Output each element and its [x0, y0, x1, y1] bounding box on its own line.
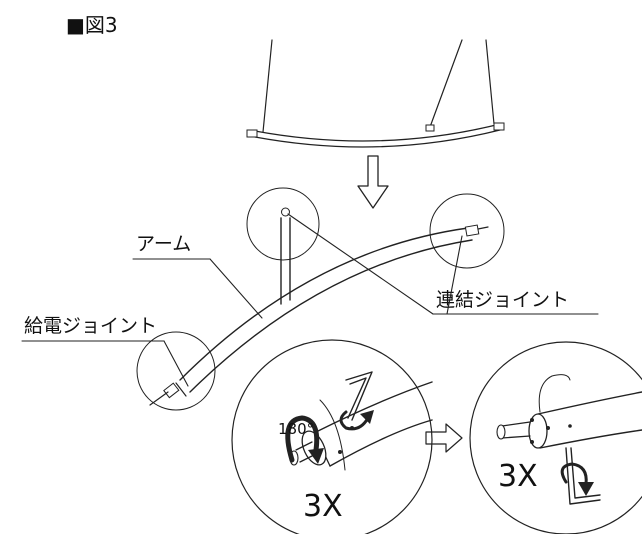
- detail-view-right: [469, 341, 642, 534]
- detail-circle-top: [246, 187, 320, 261]
- hanging-arm-overview: [246, 39, 505, 148]
- detail-view-left: [231, 339, 433, 534]
- detail-circle-right: [429, 193, 505, 269]
- figure-title: ■図3: [66, 13, 118, 37]
- detail-circle-left: [136, 331, 216, 411]
- label-turns-left: 3X: [303, 489, 343, 524]
- label-angle: 180°: [278, 420, 314, 438]
- arm-main: [149, 224, 489, 406]
- label-arm: アーム: [136, 233, 191, 255]
- vertical-post: [280, 207, 291, 305]
- right-arrow-icon: [425, 423, 463, 453]
- down-arrow-icon: [357, 155, 389, 209]
- label-connection-joint: 連結ジョイント: [436, 289, 569, 311]
- label-turns-right: 3X: [498, 459, 538, 494]
- label-power-joint: 給電ジョイント: [24, 315, 157, 337]
